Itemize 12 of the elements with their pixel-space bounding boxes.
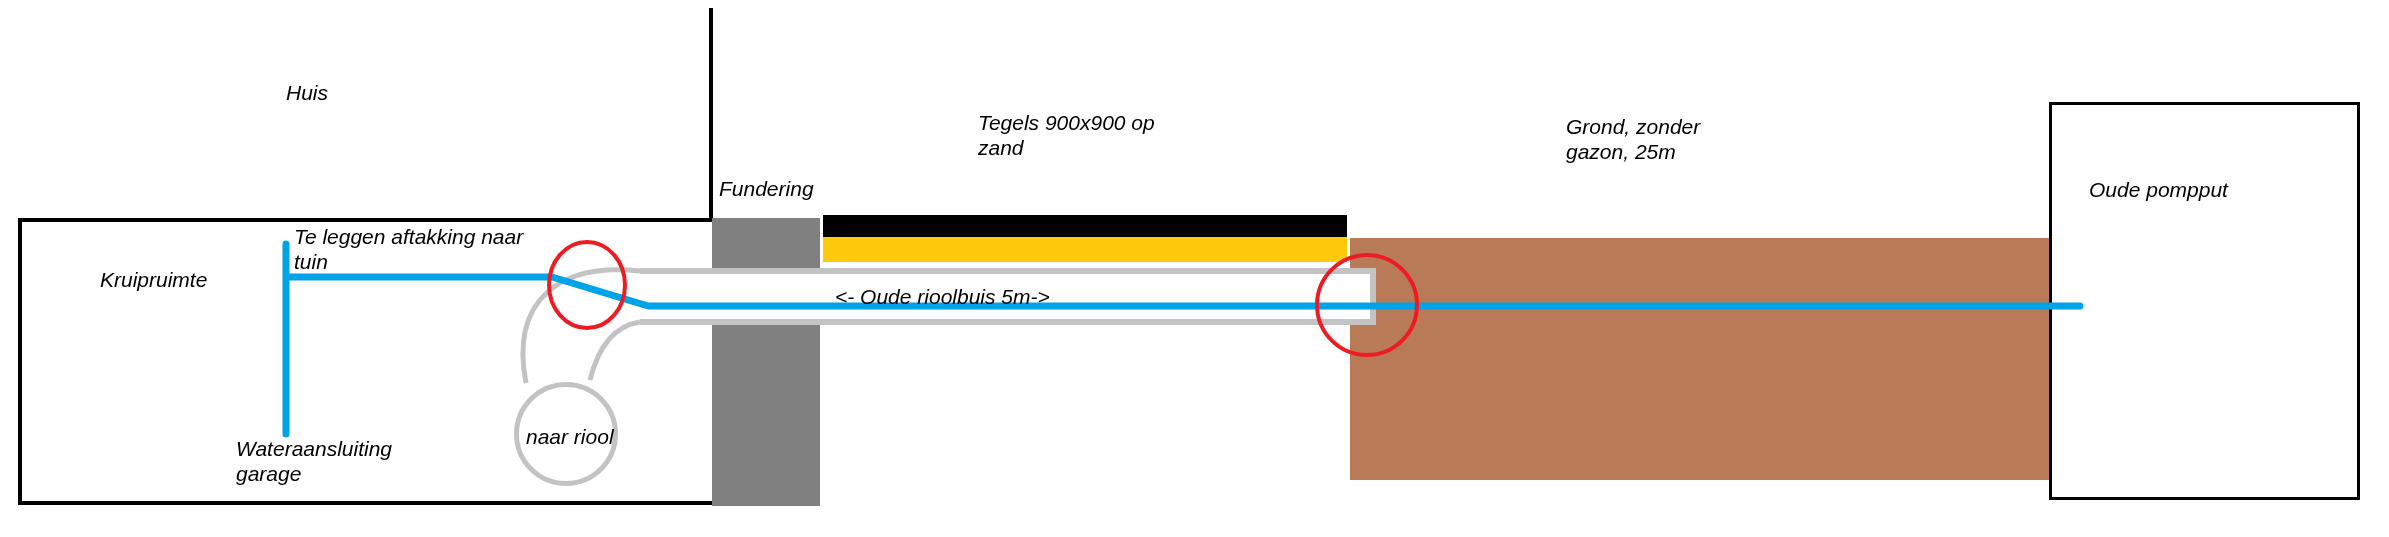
area-label: Oude pompput: [2089, 177, 2228, 202]
pipe-label: Wateraansluiting garage: [236, 436, 394, 486]
house-label: Huis: [286, 80, 329, 105]
area-label: Grond, zonder gazon, 25m: [1566, 114, 1702, 164]
pipe-label: <- Oude rioolbuis 5m->: [835, 284, 1050, 309]
circle-label: naar riool: [526, 424, 614, 449]
area-label: Kruipruimte: [100, 267, 208, 292]
pipe-bend: [520, 267, 643, 386]
pump-well-box: [2049, 102, 2360, 500]
area-label: Tegels 900x900 op zand: [978, 110, 1156, 160]
area-label: Fundering: [719, 176, 814, 201]
pipe-label: Te leggen aftakking naar tuin: [294, 224, 524, 274]
